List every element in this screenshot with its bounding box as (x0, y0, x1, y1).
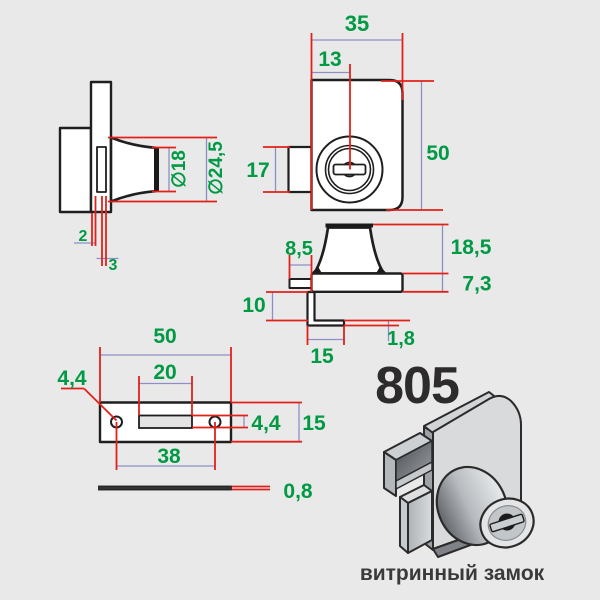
section-knob (312, 226, 386, 275)
dim-label-total-depth: 18,5 (451, 236, 492, 259)
side-knob (109, 136, 157, 203)
knob-top-face (325, 223, 373, 228)
strike-plate-view: 50 20 4,4 38 4,4 15 0,8 (57, 325, 326, 503)
dim-label-keyhole-offset: 13 (318, 48, 341, 71)
front-tab (287, 145, 314, 194)
dim-label-bracket-thickness: 1,8 (387, 328, 415, 350)
product-caption: витринный замок (360, 562, 545, 585)
dim-label-body-thickness: 7,3 (462, 273, 491, 296)
side-knob-face (154, 147, 159, 192)
front-view: 35 13 50 17 (246, 11, 450, 212)
section-bracket (306, 290, 346, 327)
dim-label-plate-height: 15 (302, 412, 326, 435)
dim-label-front-height: 50 (426, 142, 449, 165)
strike-plate-slot (138, 414, 193, 429)
dim-label-plate-width: 50 (153, 325, 176, 348)
lock-key-face (479, 497, 535, 549)
dim-label-face-diameter: ∅18 (169, 150, 190, 188)
model-number: 805 (375, 357, 459, 415)
dim-label-bracket-drop: 10 (242, 294, 265, 317)
dim-label-slot-width: 3 (109, 257, 118, 274)
dim-label-tab-height: 17 (246, 159, 269, 182)
dim-label-latch-width: 8,5 (285, 238, 313, 260)
section-dimension-lines (266, 223, 449, 345)
front-dimension-lines (263, 33, 443, 211)
plate-thickness-edge (98, 485, 232, 491)
key-slot-bar (489, 513, 525, 533)
glass-channel (383, 432, 433, 497)
latch-block (399, 484, 433, 554)
dim-label-bracket-foot: 15 (310, 345, 334, 368)
section-body (310, 272, 404, 293)
section-latch (288, 278, 313, 289)
dim-label-hole-diameter: 4,4 (57, 367, 87, 390)
dim-label-front-width: 35 (345, 11, 369, 36)
product-render (383, 391, 535, 558)
dim-label-plate-slot-width: 20 (153, 361, 176, 384)
dim-label-hole-spacing: 38 (157, 445, 181, 468)
section-view: 8,5 18,5 7,3 10 15 1,8 (242, 223, 492, 368)
side-slot (96, 146, 107, 193)
side-body (58, 126, 93, 214)
side-view: ∅18 ∅24,5 2 3 (58, 80, 227, 274)
dim-label-glass-gap: 2 (79, 228, 88, 245)
dim-label-base-diameter: ∅24,5 (206, 141, 227, 195)
side-dimension-lines (74, 136, 217, 266)
strike-plate-dimension-lines (61, 347, 302, 491)
dim-label-plate-thickness: 0,8 (283, 480, 313, 503)
dim-label-plate-slot-height: 4,4 (251, 412, 281, 435)
